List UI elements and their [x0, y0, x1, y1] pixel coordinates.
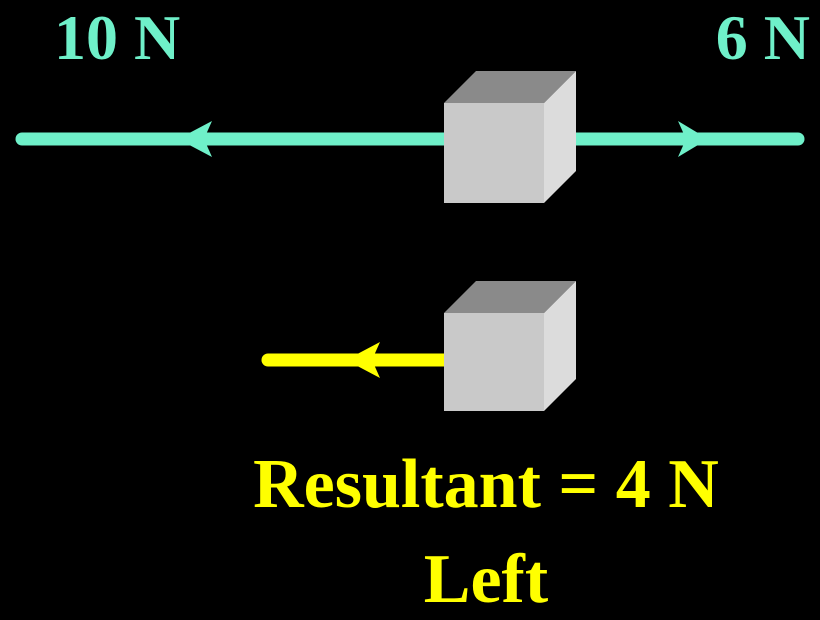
- left-force-arrow: [15, 121, 455, 157]
- right-force-arrow: [549, 121, 805, 157]
- top-cube: [444, 71, 576, 203]
- left-force-label: 10 N: [54, 2, 181, 73]
- right-force-label: 6 N: [715, 2, 810, 73]
- bottom-cube: [444, 281, 576, 411]
- resultant-magnitude-label: Resultant = 4 N: [253, 446, 719, 523]
- resultant-direction-label: Left: [423, 541, 549, 618]
- resultant-arrow: [261, 342, 455, 378]
